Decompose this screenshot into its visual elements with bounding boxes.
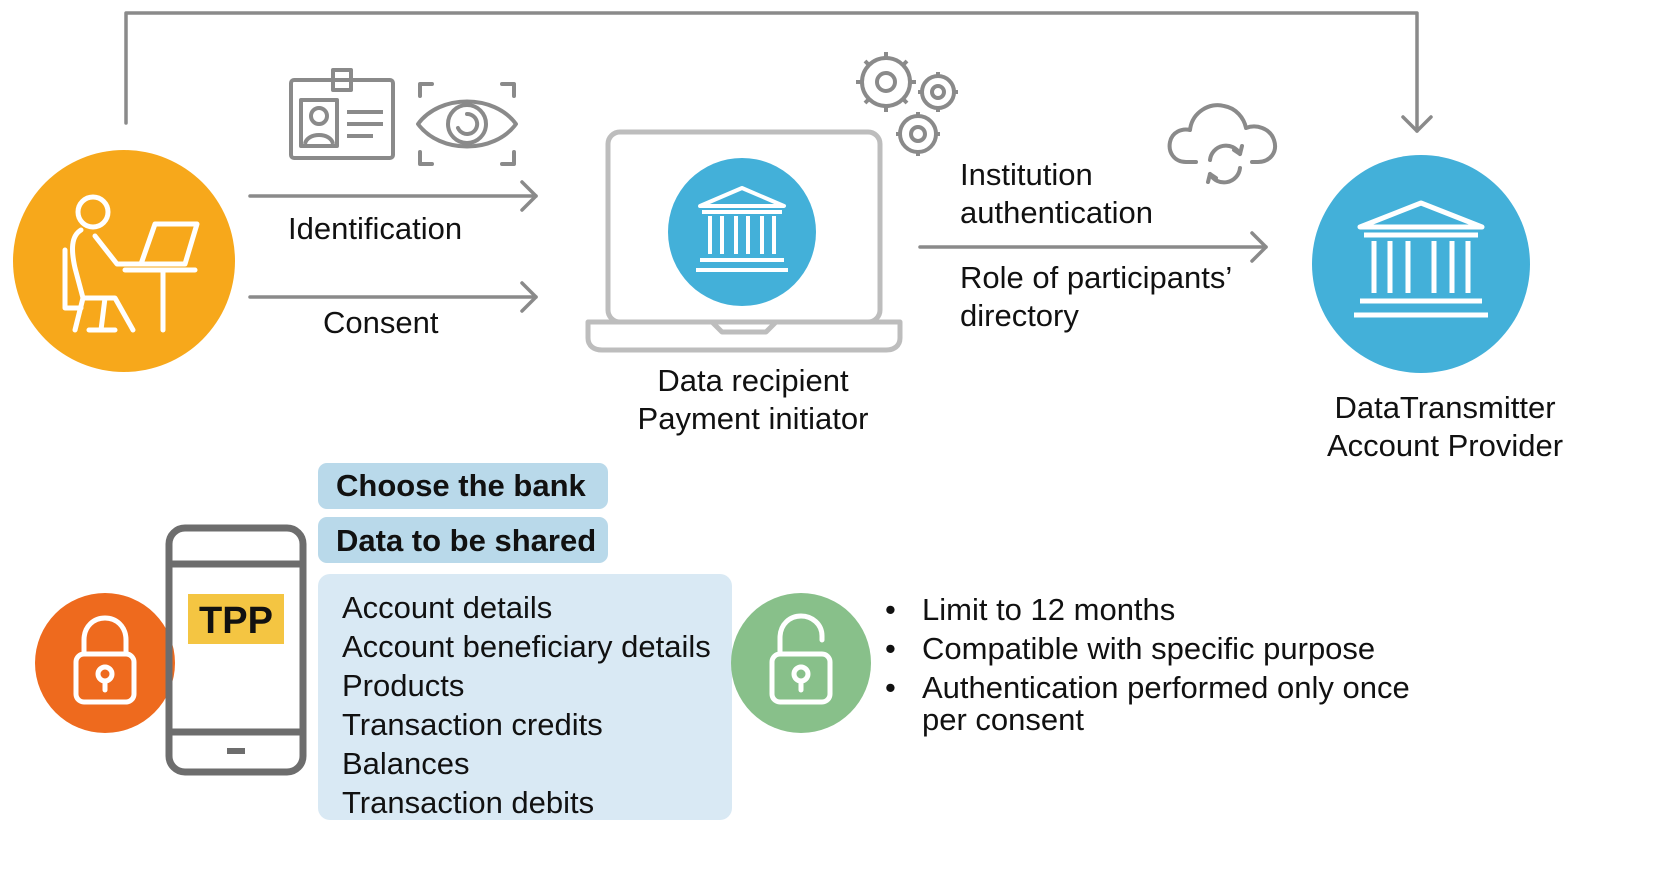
laptop-icon	[585, 129, 903, 353]
eye-scan-icon	[416, 82, 518, 166]
data-recipient-line1: Data recipient	[657, 363, 849, 398]
tpp-badge: TPP	[188, 594, 284, 644]
transmitter-bank-circle	[1312, 155, 1530, 373]
user-circle	[13, 150, 235, 372]
list-item: Account beneficiary details	[342, 629, 711, 664]
institution-auth-line1: Institution	[960, 157, 1093, 192]
consent-label: Consent	[323, 305, 439, 340]
list-item: Transaction credits	[342, 707, 603, 742]
list-item: Account details	[342, 590, 553, 625]
user-at-laptop-icon	[62, 194, 200, 333]
shared-data-list: Account details Account beneficiary deta…	[318, 574, 732, 820]
bank-icon	[1354, 200, 1488, 318]
data-to-be-shared-pill: Data to be shared	[318, 517, 608, 563]
list-item: Limit to 12 months	[883, 590, 1410, 629]
list-item: Balances	[342, 746, 470, 781]
role-directory-line1: Role of participants’	[960, 260, 1233, 295]
bank-icon	[696, 186, 788, 272]
role-directory-label: Role of participants’ directory	[960, 259, 1232, 335]
smartphone-icon	[165, 524, 307, 776]
list-item: Transaction debits	[342, 785, 595, 820]
top-loop-arrow	[124, 11, 1419, 133]
lock-closed-icon	[73, 615, 137, 705]
institution-authentication-label: Institution authentication	[960, 156, 1153, 232]
role-directory-line2: directory	[960, 298, 1079, 333]
lock-open-icon	[769, 613, 833, 705]
institution-auth-line2: authentication	[960, 195, 1154, 230]
data-recipient-label: Data recipient Payment initiator	[590, 362, 916, 438]
choose-bank-pill: Choose the bank	[318, 463, 608, 509]
recipient-bank-circle	[668, 158, 816, 306]
consent-rules-list: Limit to 12 months Compatible with speci…	[883, 590, 1410, 707]
data-transmitter-label: DataTransmitter Account Provider	[1318, 389, 1572, 465]
transmitter-line1: DataTransmitter	[1334, 390, 1556, 425]
gears-icon	[856, 52, 958, 156]
cloud-sync-icon	[1167, 103, 1277, 185]
data-recipient-line2: Payment initiator	[637, 401, 869, 436]
rule-continuation: per consent	[922, 702, 1084, 737]
id-card-icon	[289, 68, 395, 160]
list-item: Products	[342, 668, 465, 703]
list-item: Authentication performed only once	[883, 668, 1410, 707]
identification-label: Identification	[288, 211, 463, 246]
top-loop-arrowhead	[1401, 115, 1433, 133]
transmitter-line2: Account Provider	[1326, 428, 1564, 463]
list-item: Compatible with specific purpose	[883, 629, 1410, 668]
